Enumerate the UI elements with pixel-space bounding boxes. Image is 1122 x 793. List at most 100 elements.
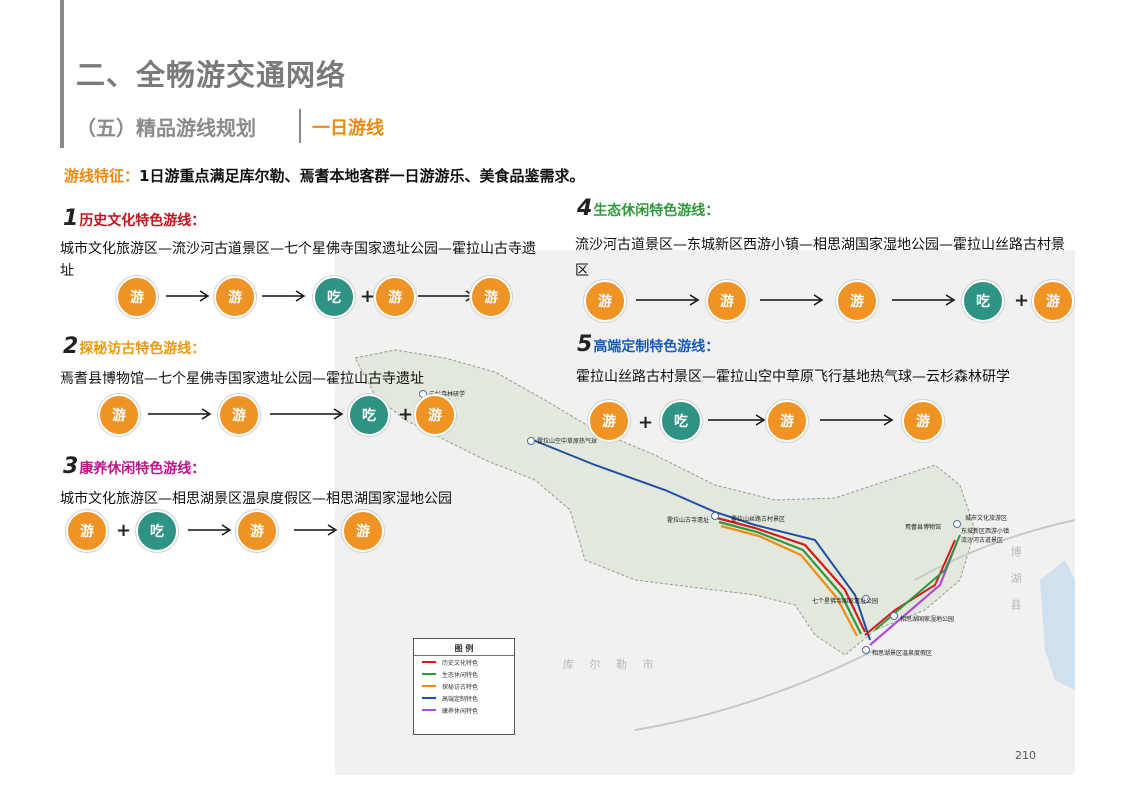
legend-label: 探秘访古特色 bbox=[442, 683, 479, 691]
legend-item: 康养休闲特色 bbox=[414, 704, 514, 716]
play-node: 游 bbox=[116, 276, 158, 318]
arrow-icon bbox=[892, 294, 956, 306]
route-title: 康养休闲特色游线： bbox=[79, 461, 206, 477]
route-number: 5 bbox=[577, 332, 593, 357]
poi-pin bbox=[890, 612, 898, 620]
play-node: 游 bbox=[66, 510, 108, 552]
map-label: 霍拉山古寺遗址 bbox=[667, 517, 710, 524]
route-4-heading: 4生态休闲特色游线： bbox=[577, 196, 719, 221]
route-number: 2 bbox=[63, 334, 79, 359]
legend-label: 生态休闲特色 bbox=[442, 671, 479, 679]
route-2-desc: 焉耆县博物馆—七个星佛寺国家遗址公园—霍拉山古寺遗址 bbox=[60, 371, 424, 387]
legend-item: 探秘访古特色 bbox=[414, 680, 514, 692]
route-2-sequence: 游 游 吃 + 游 bbox=[98, 394, 478, 438]
legend-item: 生态休闲特色 bbox=[414, 668, 514, 680]
header-accent-bar bbox=[60, 0, 64, 148]
eat-node: 吃 bbox=[962, 280, 1004, 322]
arrow-icon bbox=[418, 290, 476, 302]
route-5-desc: 霍拉山丝路古村景区—霍拉山空中草原飞行基地热气球—云杉森林研学 bbox=[576, 369, 1010, 385]
map-label: 霍拉山丝路古村景区 bbox=[731, 516, 786, 523]
feature-text: 1日游重点满足库尔勒、焉耆本地客群一日游游乐、美食品鉴需求。 bbox=[139, 167, 585, 185]
route-title: 历史文化特色游线： bbox=[79, 213, 206, 229]
legend-swatch bbox=[422, 709, 436, 711]
legend-label: 康养休闲特色 bbox=[442, 707, 479, 715]
route-3-desc: 城市文化旅游区—相思湖景区温泉度假区—相思湖国家湿地公园 bbox=[60, 491, 452, 507]
map-label: 云杉森林研学 bbox=[429, 391, 466, 398]
play-node: 游 bbox=[236, 510, 278, 552]
poi-pin bbox=[711, 512, 719, 520]
route-4-sequence: 游 游 游 吃 + 游 bbox=[584, 280, 1074, 324]
map-label: 城市文化旅游区 bbox=[965, 515, 1008, 522]
play-node: 游 bbox=[342, 510, 384, 552]
poi-pin bbox=[527, 437, 535, 445]
play-node: 游 bbox=[706, 280, 748, 322]
route-5-sequence: 游 + 吃 游 游 bbox=[588, 400, 958, 444]
legend-swatch bbox=[422, 661, 436, 663]
play-node: 游 bbox=[218, 394, 260, 436]
eat-node: 吃 bbox=[348, 394, 390, 436]
section-subtitle: （五）精品游线规划 bbox=[76, 116, 256, 140]
play-node: 游 bbox=[374, 276, 416, 318]
arrow-icon bbox=[148, 408, 212, 420]
map-label: 相思湖国家湿地公园 bbox=[900, 616, 955, 623]
map-label: 霍拉山空中草原热气球 bbox=[537, 438, 598, 445]
route-2-heading: 2探秘访古特色游线： bbox=[63, 334, 205, 359]
arrow-icon bbox=[262, 290, 306, 302]
play-node: 游 bbox=[836, 280, 878, 322]
eat-node: 吃 bbox=[313, 276, 355, 318]
arrow-icon bbox=[294, 524, 338, 536]
map-label: 七个星佛寺国家遗址公园 bbox=[812, 598, 879, 605]
route-1-sequence: 游 游 吃 + 游 游 bbox=[116, 276, 536, 320]
plus-sign: + bbox=[1014, 290, 1030, 311]
map-label: 流沙河古道景区 bbox=[961, 537, 1004, 544]
section-tag: 一日游线 bbox=[312, 118, 384, 139]
arrow-icon bbox=[708, 414, 766, 426]
poi-pin bbox=[953, 520, 961, 528]
page-title: 二、全畅游交通网络 bbox=[76, 58, 347, 92]
legend-swatch bbox=[422, 685, 436, 687]
map-label: 东城新区西游小镇 bbox=[961, 528, 1010, 535]
play-node: 游 bbox=[584, 280, 626, 322]
map-region-label: 库 尔 勒 市 bbox=[563, 658, 660, 671]
map-region-label: 博 湖 县 bbox=[1009, 546, 1022, 616]
legend-title: 图 例 bbox=[414, 639, 514, 656]
arrow-icon bbox=[820, 414, 894, 426]
eat-node: 吃 bbox=[660, 400, 702, 442]
map-label: 焉耆县博物馆 bbox=[905, 524, 942, 531]
page-number: 210 bbox=[1015, 749, 1036, 762]
legend-swatch bbox=[422, 673, 436, 675]
route-number: 4 bbox=[577, 196, 593, 221]
feature-key: 游线特征： bbox=[64, 167, 140, 185]
legend-swatch bbox=[422, 697, 436, 699]
route-title: 高端定制特色游线： bbox=[593, 339, 720, 355]
arrow-icon bbox=[636, 294, 700, 306]
route-3-heading: 3康养休闲特色游线： bbox=[63, 454, 205, 479]
play-node: 游 bbox=[1032, 280, 1074, 322]
arrow-icon bbox=[270, 408, 344, 420]
route-1-heading: 1历史文化特色游线： bbox=[63, 206, 205, 231]
plus-sign: + bbox=[398, 404, 414, 425]
route-title: 生态休闲特色游线： bbox=[593, 203, 720, 219]
arrow-icon bbox=[188, 524, 232, 536]
map-label: 相思湖景区温泉度假区 bbox=[872, 650, 933, 657]
play-node: 游 bbox=[214, 276, 256, 318]
play-node: 游 bbox=[470, 276, 512, 318]
legend-item: 高端定制特色 bbox=[414, 692, 514, 704]
poi-pin bbox=[862, 595, 870, 603]
play-node: 游 bbox=[902, 400, 944, 442]
plus-sign: + bbox=[116, 520, 132, 541]
play-node: 游 bbox=[98, 394, 140, 436]
play-node: 游 bbox=[588, 400, 630, 442]
plus-sign: + bbox=[360, 286, 376, 307]
plus-sign: + bbox=[638, 412, 654, 433]
legend-item: 历史文化特色 bbox=[414, 656, 514, 668]
route-number: 1 bbox=[63, 206, 79, 231]
route-3-sequence: 游 + 吃 游 游 bbox=[66, 510, 396, 554]
arrow-icon bbox=[166, 290, 210, 302]
route-5-heading: 5高端定制特色游线： bbox=[577, 332, 719, 357]
route-1-desc: 城市文化旅游区—流沙河古道景区—七个星佛寺国家遗址公园—霍拉山古寺遗址 bbox=[60, 241, 536, 279]
subtitle-divider bbox=[299, 109, 301, 143]
map-legend: 图 例 历史文化特色 生态休闲特色 探秘访古特色 高端定制特色 康养休闲特色 bbox=[413, 638, 515, 735]
play-node: 游 bbox=[766, 400, 808, 442]
feature-line: 游线特征：1日游重点满足库尔勒、焉耆本地客群一日游游乐、美食品鉴需求。 bbox=[64, 165, 584, 186]
